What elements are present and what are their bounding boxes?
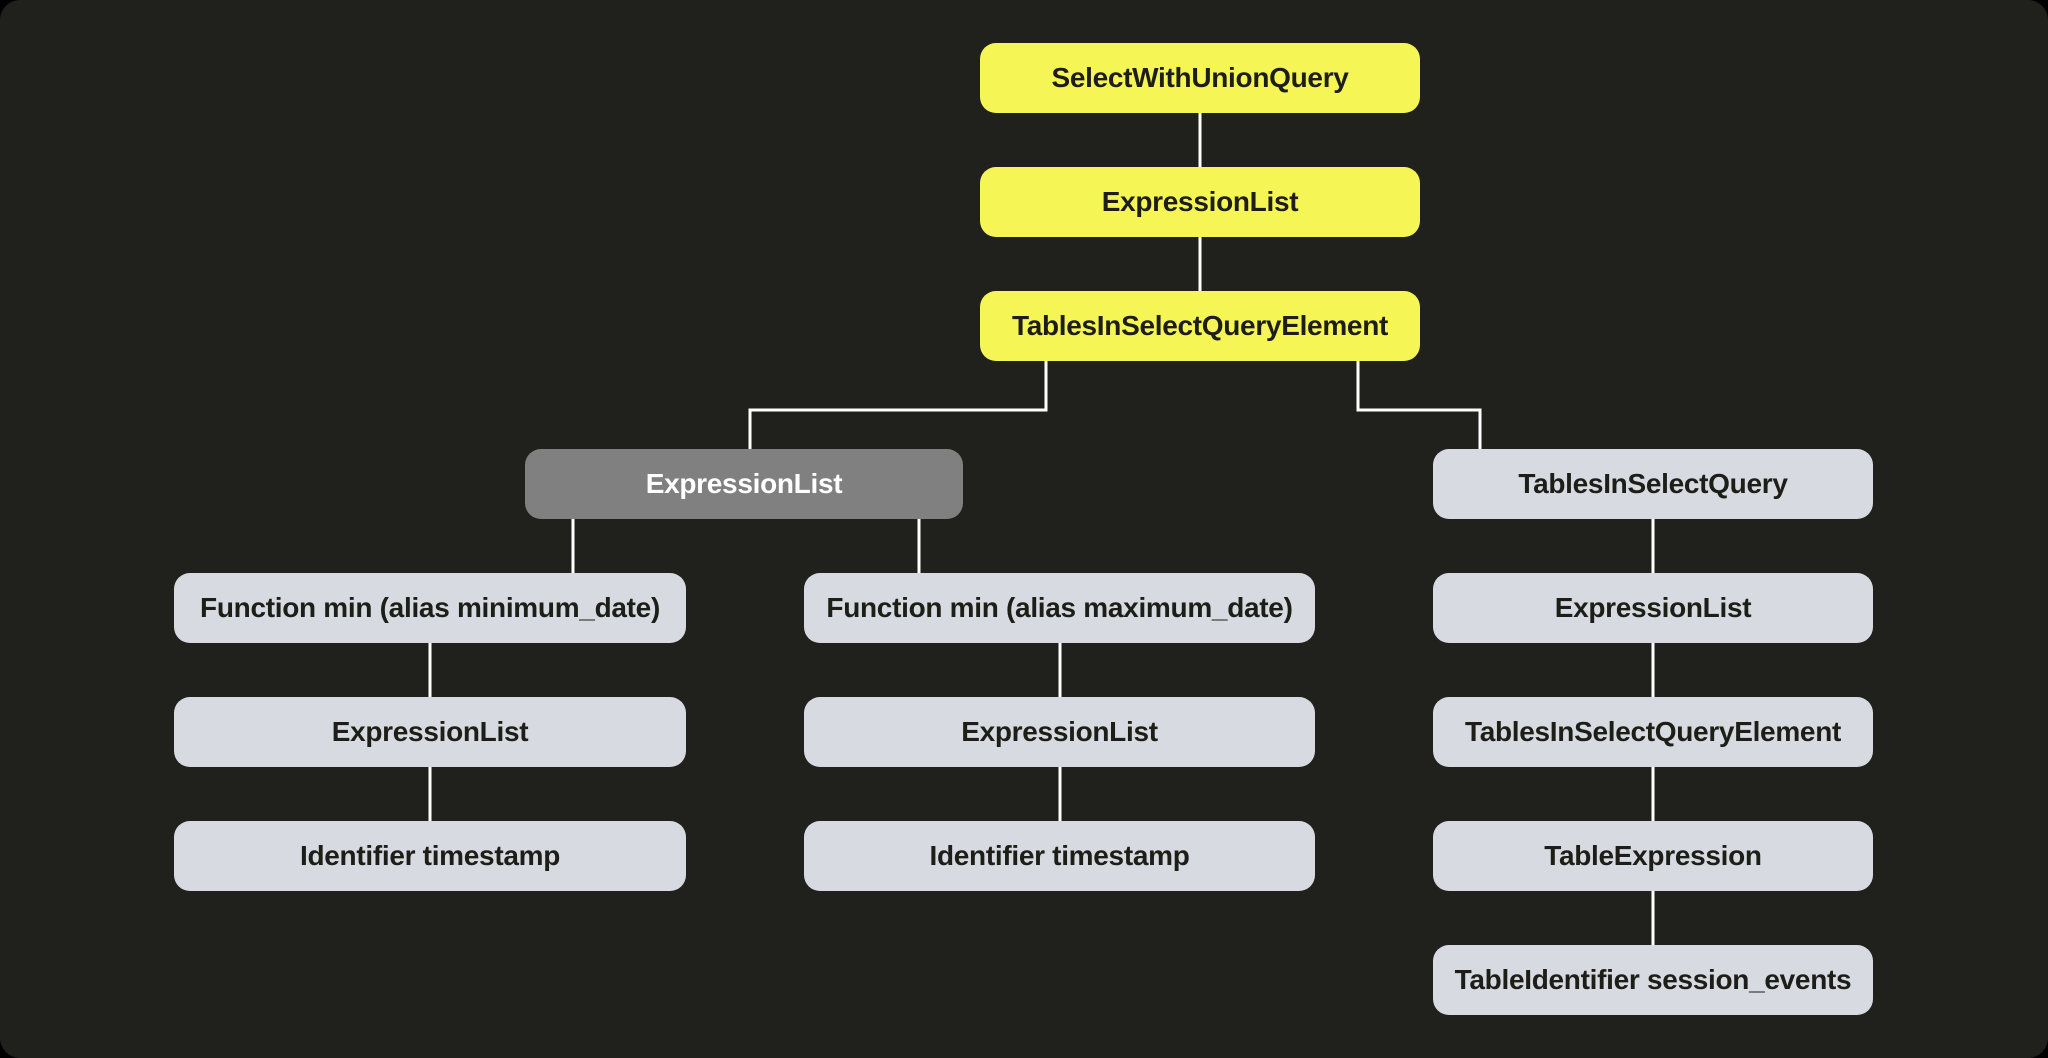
node-expression-list-min[interactable]: ExpressionList [174,697,686,767]
node-function-min-maximum-date[interactable]: Function min (alias maximum_date) [804,573,1315,643]
node-expression-list-selected[interactable]: ExpressionList [525,449,963,519]
edge-tables-element-to-tables-in-select-query [1356,361,1482,449]
node-select-with-union-query[interactable]: SelectWithUnionQuery [980,43,1420,113]
node-expression-list-root[interactable]: ExpressionList [980,167,1420,237]
node-expression-list-max[interactable]: ExpressionList [804,697,1315,767]
node-tables-in-select-query[interactable]: TablesInSelectQuery [1433,449,1873,519]
node-expression-list-tables[interactable]: ExpressionList [1433,573,1873,643]
node-function-min-minimum-date[interactable]: Function min (alias minimum_date) [174,573,686,643]
edge-tables-element-to-expression-list-selected [748,361,1048,449]
node-table-identifier-session-events[interactable]: TableIdentifier session_events [1433,945,1873,1015]
node-identifier-timestamp-left[interactable]: Identifier timestamp [174,821,686,891]
node-table-expression[interactable]: TableExpression [1433,821,1873,891]
node-identifier-timestamp-middle[interactable]: Identifier timestamp [804,821,1315,891]
node-tables-in-select-query-element-inner[interactable]: TablesInSelectQueryElement [1433,697,1873,767]
node-tables-in-select-query-element-root[interactable]: TablesInSelectQueryElement [980,291,1420,361]
